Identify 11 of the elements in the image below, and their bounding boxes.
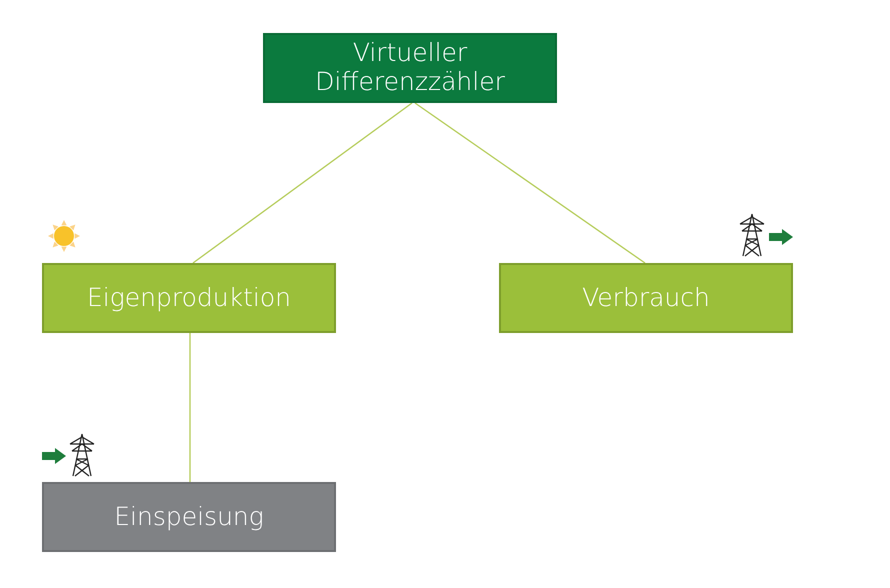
- connector-line: [192, 102, 412, 264]
- box-label: Eigenproduktion: [87, 284, 291, 312]
- connector-line: [414, 102, 646, 264]
- connector-line: [189, 333, 191, 482]
- process-box: [42, 482, 336, 552]
- box-label: Einspeisung: [114, 502, 264, 532]
- box-label: Verbrauch: [582, 284, 710, 312]
- process-box: [499, 263, 793, 333]
- process-box: [263, 33, 557, 103]
- box-label: Virtueller Differenzzähler: [314, 39, 506, 97]
- process-box: [42, 263, 336, 333]
